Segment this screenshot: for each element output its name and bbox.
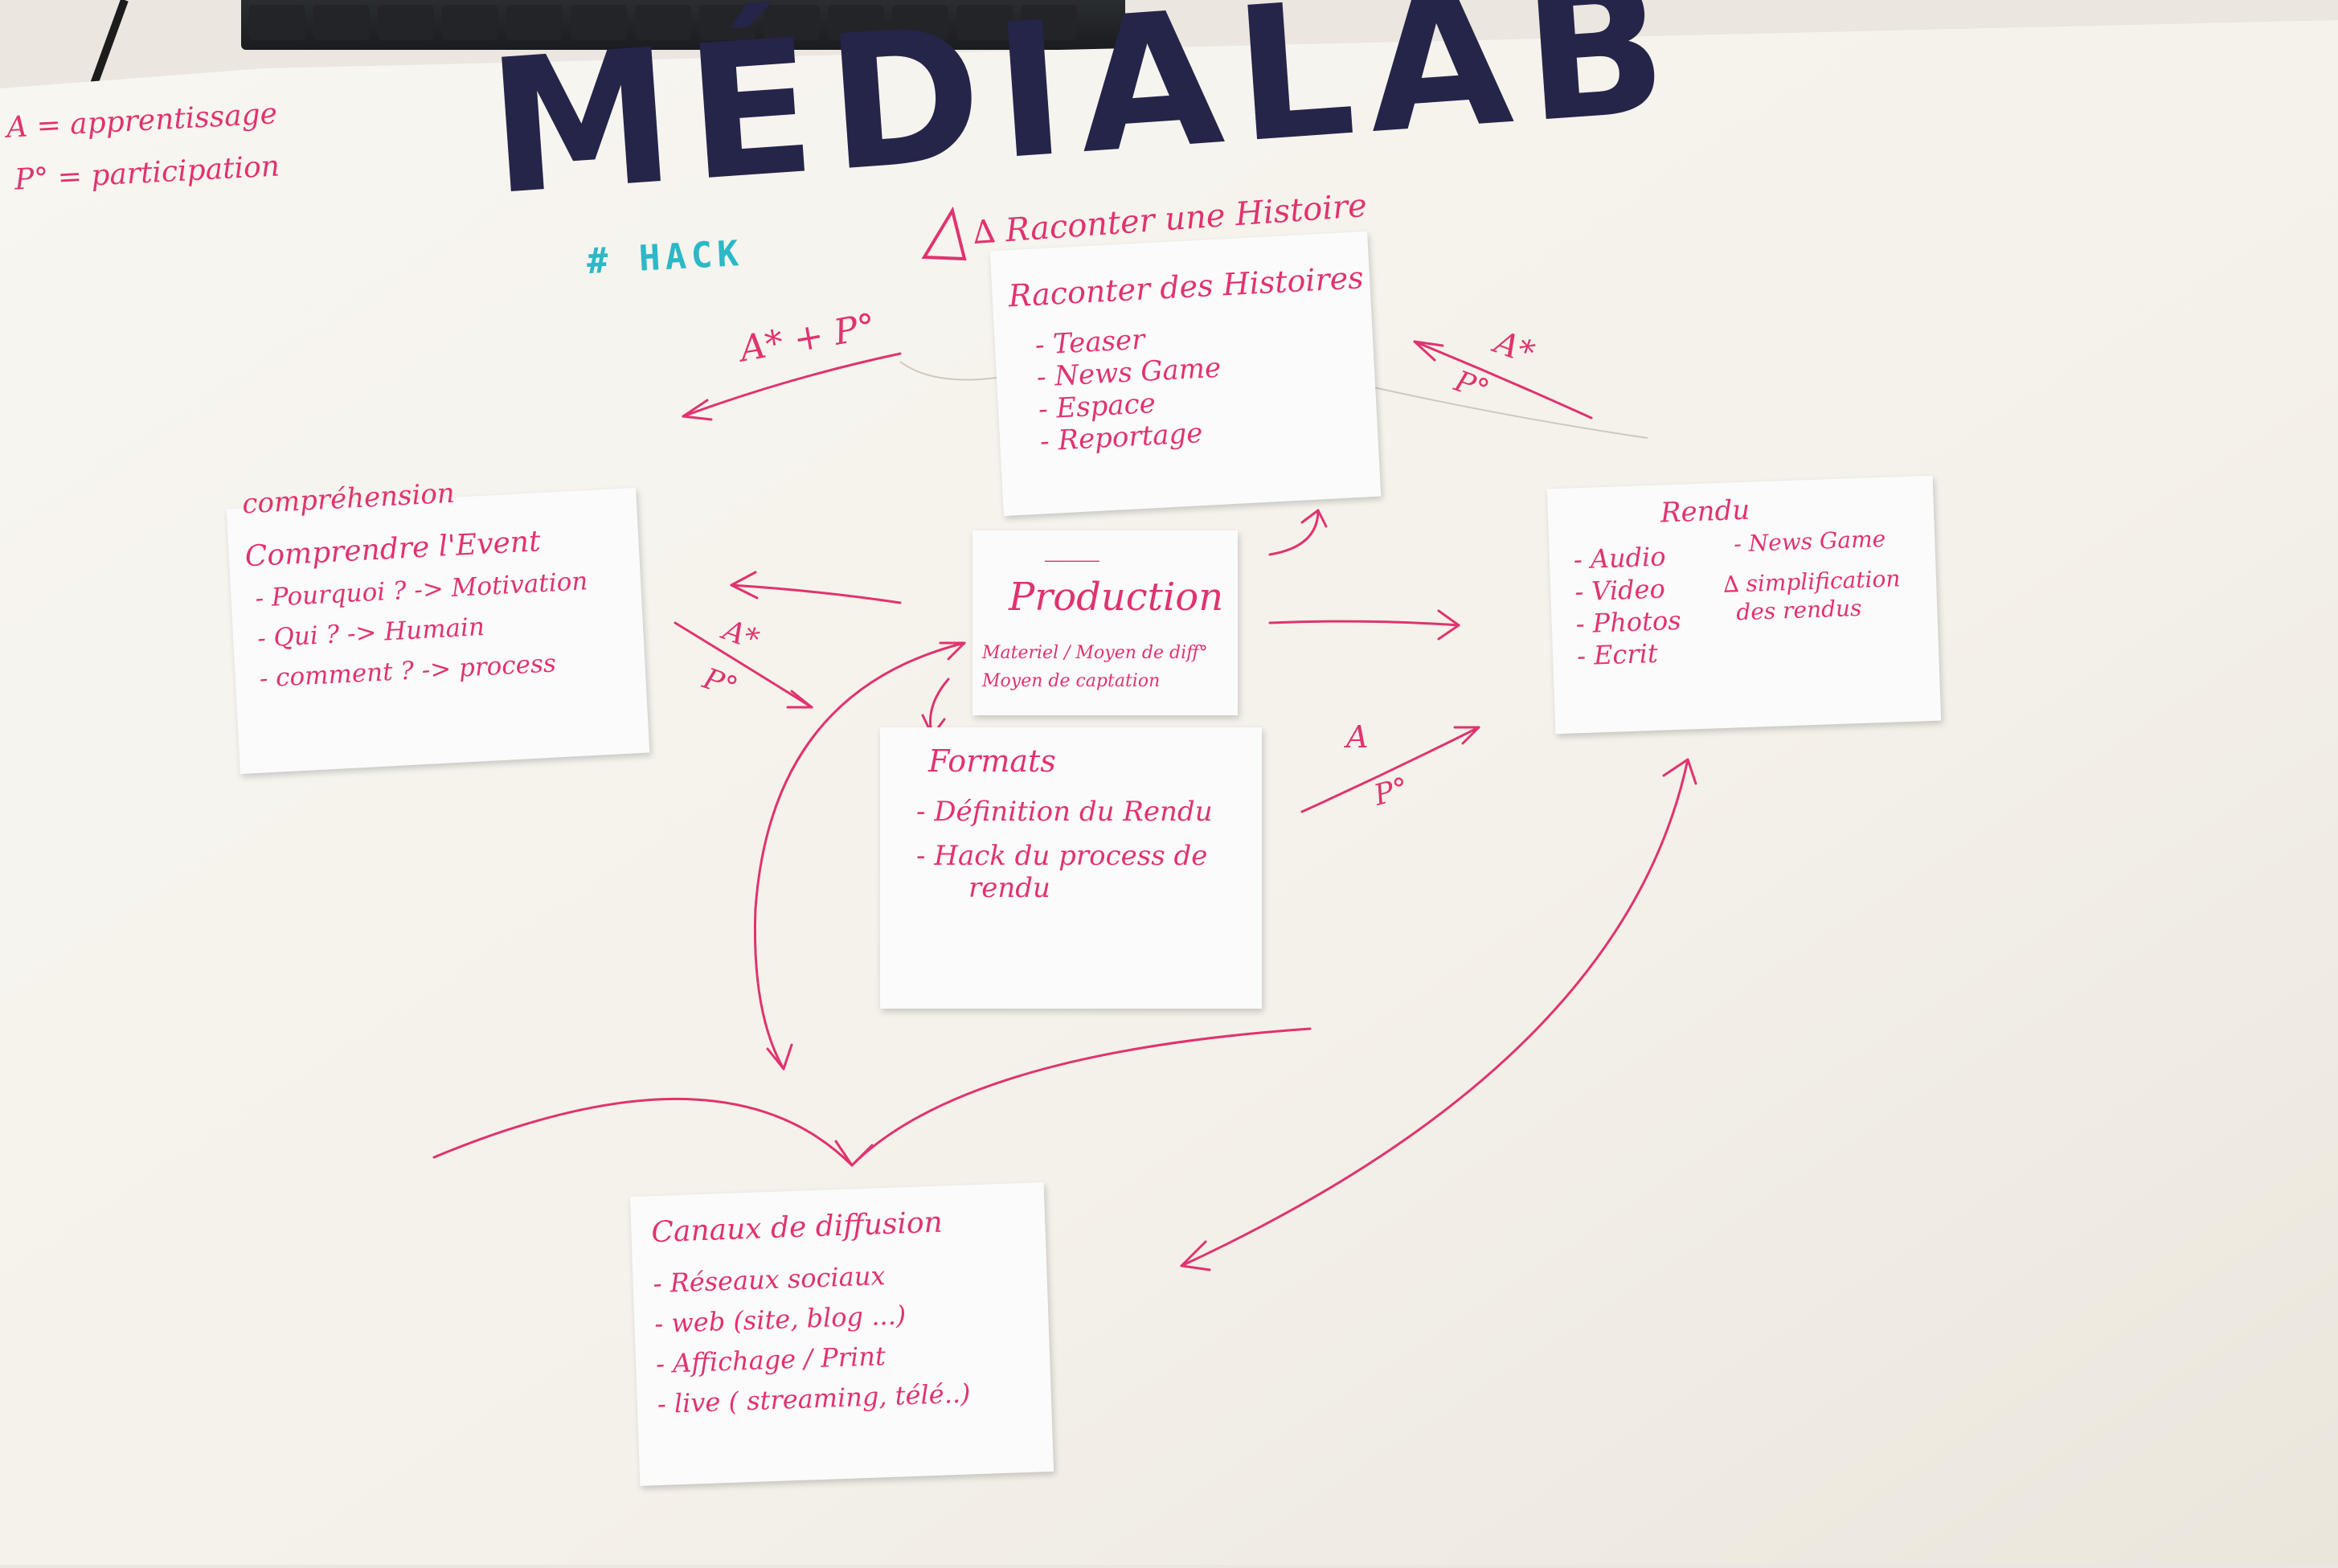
note-item: - Qui ? -> Humain: [256, 612, 485, 653]
arrow-right-canaux: [850, 1027, 1312, 1167]
note-item: - Audio: [1573, 541, 1667, 575]
keyboard-key: [249, 5, 305, 40]
keyboard-key: [699, 5, 755, 40]
note-item: - comment ? -> process: [258, 649, 557, 694]
note-title: Canaux de diffusion: [650, 1206, 944, 1250]
arrow-left-canaux: [432, 1097, 854, 1167]
keyboard-key: [313, 5, 370, 40]
arrow-production-histoires: [1268, 509, 1320, 556]
note-title: Comprendre l'Event: [244, 525, 542, 574]
note-rendu: Rendu - Audio - Video - Photos - Ecrit -…: [1546, 475, 1942, 735]
note-item: - Pourquoi ? -> Motivation: [254, 567, 589, 613]
note-production: ____ Production Materiel / Moyen de diff…: [972, 530, 1238, 715]
arrow-comprehension-production: [674, 621, 813, 709]
arrow-formats-rendu: [1300, 726, 1480, 813]
arrow-production-comprehension: [730, 583, 902, 604]
arrow-production-rendu: [1268, 620, 1460, 627]
note-item: - Définition du Rendu: [916, 796, 1213, 828]
keyboard-key: [378, 5, 434, 40]
keyboard-key: [764, 5, 820, 40]
note-item: - Affichage / Print: [655, 1341, 886, 1380]
arrow-label-mid-right-a: A: [1346, 719, 1369, 755]
note-canaux-diffusion: Canaux de diffusion - Réseaux sociaux - …: [629, 1182, 1054, 1486]
note-item: - Hack du process de: [916, 840, 1208, 872]
arrow-rendu-canaux: [1180, 758, 1689, 1267]
arrow-rendu-histoires: [1413, 340, 1593, 420]
keyboard-key: [635, 5, 691, 40]
note-item: - web (site, blog ...): [653, 1300, 907, 1340]
note-title: Formats: [928, 743, 1056, 779]
note-raconter-histoires: Raconter des Histoires - Teaser - News G…: [989, 231, 1382, 517]
keyboard-key: [892, 5, 948, 40]
arrow-production-canaux: [753, 641, 966, 1071]
keyboard-key: [442, 5, 498, 40]
note-item: - Photos: [1575, 604, 1682, 640]
keyboard-key: [956, 5, 1013, 40]
note-title: Raconter des Histoires: [1007, 260, 1365, 314]
note-title: Rendu: [1660, 493, 1750, 530]
note-item: - Video: [1574, 573, 1666, 608]
note-title: Production: [1009, 575, 1224, 620]
note-item: ∆ simplification: [1722, 565, 1901, 598]
note-item: - live ( streaming, télé..): [657, 1378, 972, 1420]
keyboard-key: [571, 5, 627, 40]
keyboard: [241, 0, 1125, 50]
note-dash: ____: [1045, 530, 1099, 563]
note-item: - News Game: [1733, 525, 1886, 558]
keyboard-key: [1021, 5, 1077, 40]
keyboard-key: [828, 5, 884, 40]
note-comprehension: compréhension Comprendre l'Event - Pourq…: [226, 477, 650, 775]
note-item: rendu: [968, 872, 1050, 904]
hack-tag: # HACK: [585, 232, 745, 283]
note-item: - Réseaux sociaux: [653, 1260, 886, 1300]
note-item: - Ecrit: [1576, 637, 1659, 672]
note-item: des rendus: [1735, 594, 1862, 626]
keyboard-key: [506, 5, 563, 40]
note-formats: Formats - Définition du Rendu - Hack du …: [880, 727, 1262, 1009]
note-item: Materiel / Moyen de diff°: [982, 643, 1208, 663]
arrow-histoires-comprehension: [682, 352, 902, 418]
note-item: Moyen de captation: [982, 671, 1161, 691]
cable: [48, 0, 249, 96]
